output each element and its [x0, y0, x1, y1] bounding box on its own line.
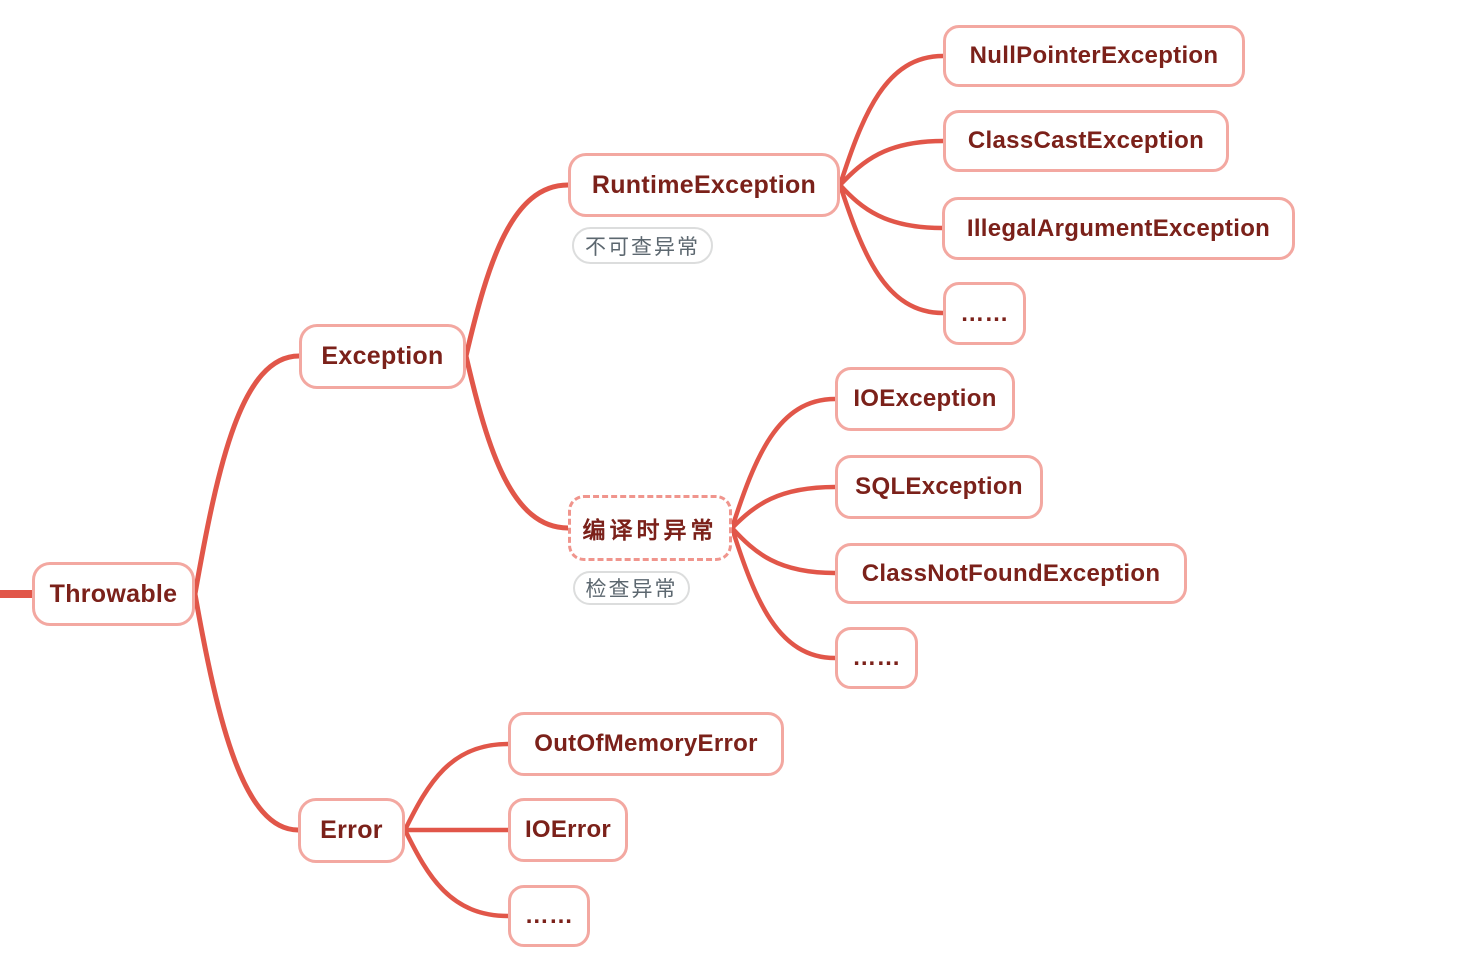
- edge-error-more: [402, 827, 511, 919]
- node-classcastexception[interactable]: ClassCastException: [943, 110, 1229, 172]
- node-compile-time-exception[interactable]: 编译时异常: [568, 495, 732, 561]
- node-classnotfoundexception[interactable]: ClassNotFoundException: [835, 543, 1187, 604]
- node-ioerror[interactable]: IOError: [508, 798, 628, 862]
- edge-error-outofmemory: [402, 741, 511, 833]
- node-compile-more[interactable]: ……: [835, 627, 918, 689]
- edge-compile-ioexception: [729, 396, 838, 531]
- edge-runtime-nullpointer: [837, 53, 946, 188]
- node-exception[interactable]: Exception: [299, 324, 466, 389]
- node-runtime-more[interactable]: ……: [943, 282, 1026, 345]
- tag-checked-exception: 检查异常: [573, 571, 690, 605]
- edge-runtime-more: [837, 182, 946, 316]
- edge-exception-compile: [463, 353, 571, 531]
- edge-compile-sqlexception: [729, 484, 838, 531]
- edge-throwable-exception: [192, 353, 302, 597]
- node-throwable[interactable]: Throwable: [32, 562, 195, 626]
- edge-compile-classnotfound: [729, 525, 838, 576]
- tag-unchecked-exception: 不可查异常: [572, 227, 713, 264]
- node-sqlexception[interactable]: SQLException: [835, 455, 1043, 519]
- node-illegalargumentexception[interactable]: IllegalArgumentException: [942, 197, 1295, 260]
- node-ioexception[interactable]: IOException: [835, 367, 1015, 431]
- node-error-more[interactable]: ……: [508, 885, 590, 947]
- edge-exception-runtime: [463, 182, 571, 359]
- edge-compile-more: [729, 525, 838, 661]
- edge-runtime-illegalargument: [837, 182, 945, 231]
- node-runtimeexception[interactable]: RuntimeException: [568, 153, 840, 217]
- node-outofmemoryerror[interactable]: OutOfMemoryError: [508, 712, 784, 776]
- node-error[interactable]: Error: [298, 798, 405, 863]
- node-nullpointerexception[interactable]: NullPointerException: [943, 25, 1245, 87]
- edge-throwable-error: [192, 591, 301, 833]
- edge-runtime-classcast: [837, 138, 946, 188]
